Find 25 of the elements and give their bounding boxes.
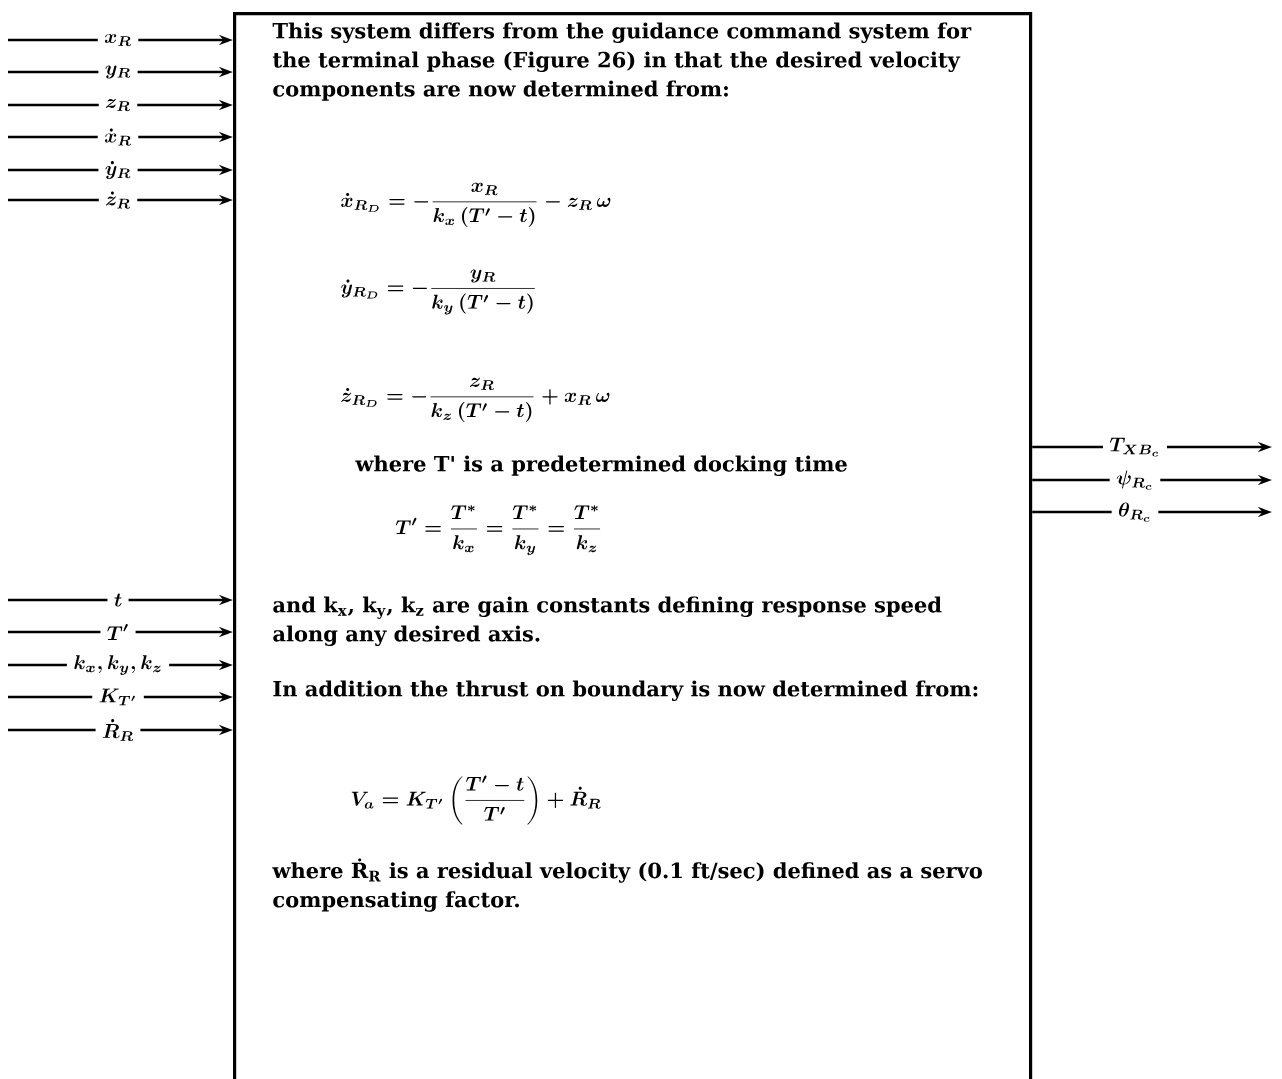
input-label: $z_R$ [99, 93, 137, 117]
formula: $V_a = K_{T^{\prime}}\left(\frac{T^{\prime} - t}{T^{\prime}}\right) + \dot{R}_R$ [351, 775, 601, 825]
input-label: $x_R$ [98, 28, 138, 52]
output-label: $\theta_{R_c}$ [1112, 496, 1158, 528]
paragraph: where Ṙ$_{R}$ is a residual velocity (0.1 ft/sec) defined as a servo compensating factor. [272, 858, 982, 912]
input-label: $T^{\prime}$ [100, 618, 136, 646]
paragraph: This system differs from the guidance command system for the terminal phase (Figure 26) in that the desired velocity components are now determined from: [272, 22, 972, 101]
formula: $\dot{y}_{R_D} = -\frac{y_R}{k_y\,(T^{\prime} - t)}$ [341, 269, 535, 315]
input-label: $\dot{z}_R$ [99, 185, 137, 215]
input-label: $\dot{y}_R$ [98, 155, 138, 185]
output-label: $T_{XB_c}$ [1103, 431, 1167, 463]
formula: $T^{\prime} = \frac{T^*}{k_x} = \frac{T^*}{k_y} = \frac{T^*}{k_z}$ [395, 505, 601, 555]
paragraph: In addition the thrust on boundary is now determined from: [273, 680, 978, 702]
output-label: $\psi_{R_c}$ [1110, 464, 1160, 496]
formula: $\dot{x}_{R_D} = -\frac{x_R}{k_x\,(T^{\prime} - t)} - z_R\,\omega$ [341, 182, 611, 227]
input-label: $\dot{x}_R$ [98, 122, 138, 152]
paragraph: where T' is a predetermined docking time [355, 455, 847, 477]
input-label: $\dot{R}_R$ [96, 713, 140, 747]
paragraph: and k$_{x}$, k$_{y}$, k$_{z}$ are gain constants defining response speed along any desired axis. [273, 596, 942, 647]
system-box [233, 12, 1033, 1079]
formula: $\dot{z}_{R_D} = -\frac{z_R}{k_z\,(T^{\prime} - t)} + x_R\,\omega$ [341, 377, 610, 422]
input-label: $k_x, k_y, k_z$ [67, 649, 169, 681]
input-label: $t$ [107, 587, 129, 613]
input-label: $K_{T^{\prime}}$ [92, 682, 144, 712]
input-label: $y_R$ [98, 59, 138, 85]
